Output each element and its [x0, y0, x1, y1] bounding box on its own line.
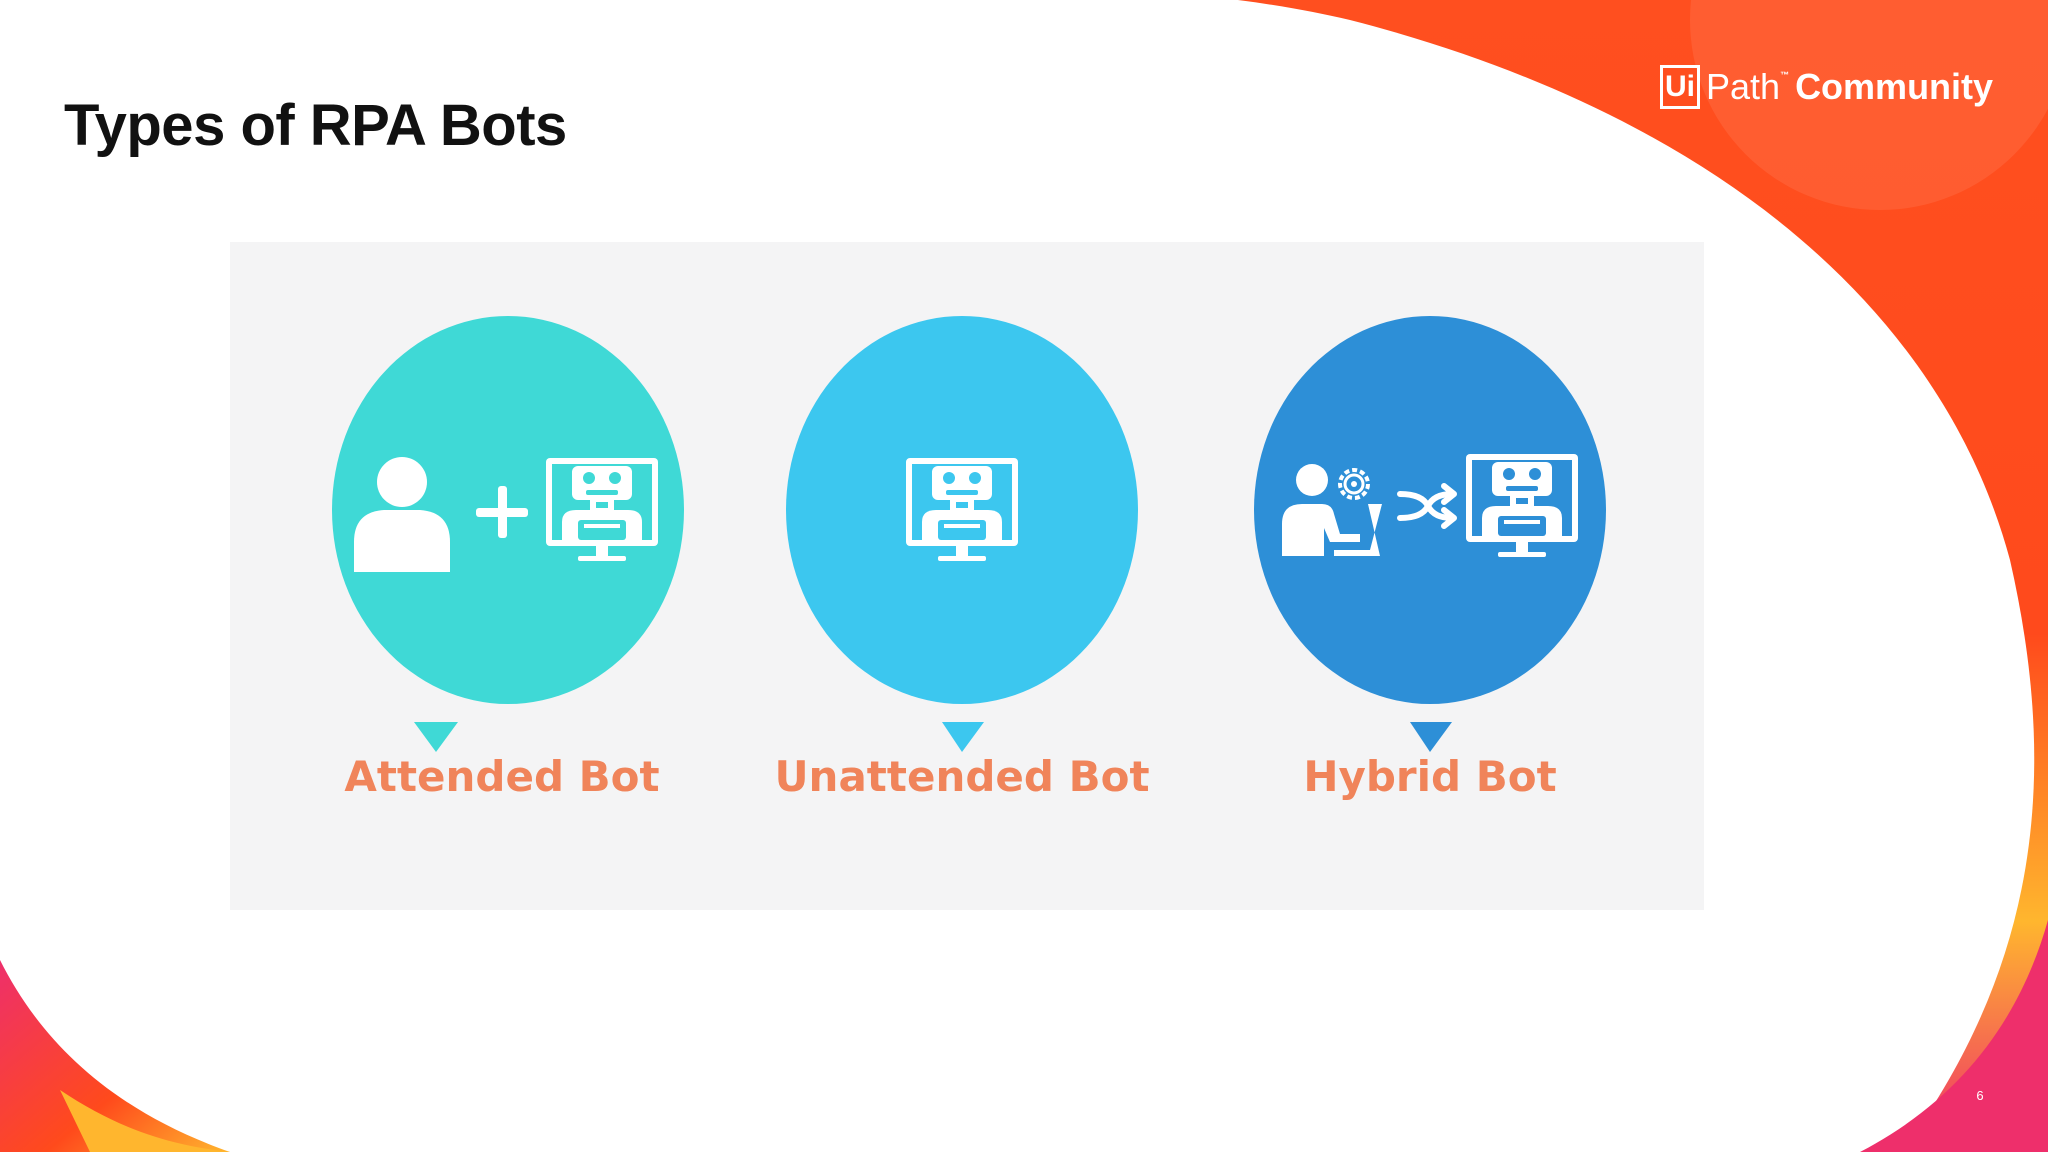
- page-number: 6: [1976, 1088, 1984, 1103]
- logo-ui-text: Ui: [1665, 70, 1695, 103]
- attended-bot-label: Attended Bot: [344, 752, 660, 801]
- bottom-left-accent: [0, 960, 230, 1152]
- rpa-bots-graphic: [332, 316, 1606, 752]
- robot-monitor-icon: [1466, 454, 1578, 557]
- logo-path-text: Path: [1706, 66, 1781, 107]
- attended-bot-bubble: [332, 316, 684, 752]
- hybrid-bubble-pointer: [1410, 722, 1452, 752]
- logo-ui-box: Ui: [1660, 65, 1700, 109]
- plus-icon: [476, 486, 528, 538]
- person-icon: [354, 457, 450, 572]
- bottom-left-yellow: [60, 1090, 230, 1152]
- bottom-right-accent: [1860, 920, 2048, 1152]
- logo-community-text: Community: [1795, 66, 1994, 107]
- hybrid-bot-label: Hybrid Bot: [1303, 752, 1557, 801]
- unattended-bubble-pointer: [942, 722, 984, 752]
- robot-monitor-icon: [906, 458, 1018, 561]
- rpa-bots-figure: Attended Bot Unattended Bot Hybrid Bot: [230, 242, 1704, 910]
- unattended-bot-bubble: [786, 316, 1138, 752]
- page-title: Types of RPA Bots: [64, 93, 567, 158]
- background-circle: [1690, 0, 2048, 210]
- unattended-bot-label: Unattended Bot: [774, 752, 1150, 801]
- person-laptop-icon: [1282, 464, 1382, 556]
- hybrid-bot-bubble: [1254, 316, 1606, 752]
- uipath-community-logo: Ui Path ™ Community: [1660, 62, 1993, 112]
- robot-monitor-icon: [546, 458, 658, 561]
- shuffle-icon: [1397, 483, 1457, 529]
- attended-bubble-pointer: [414, 722, 458, 752]
- logo-trademark: ™: [1780, 70, 1790, 80]
- gear-icon: [1338, 468, 1370, 500]
